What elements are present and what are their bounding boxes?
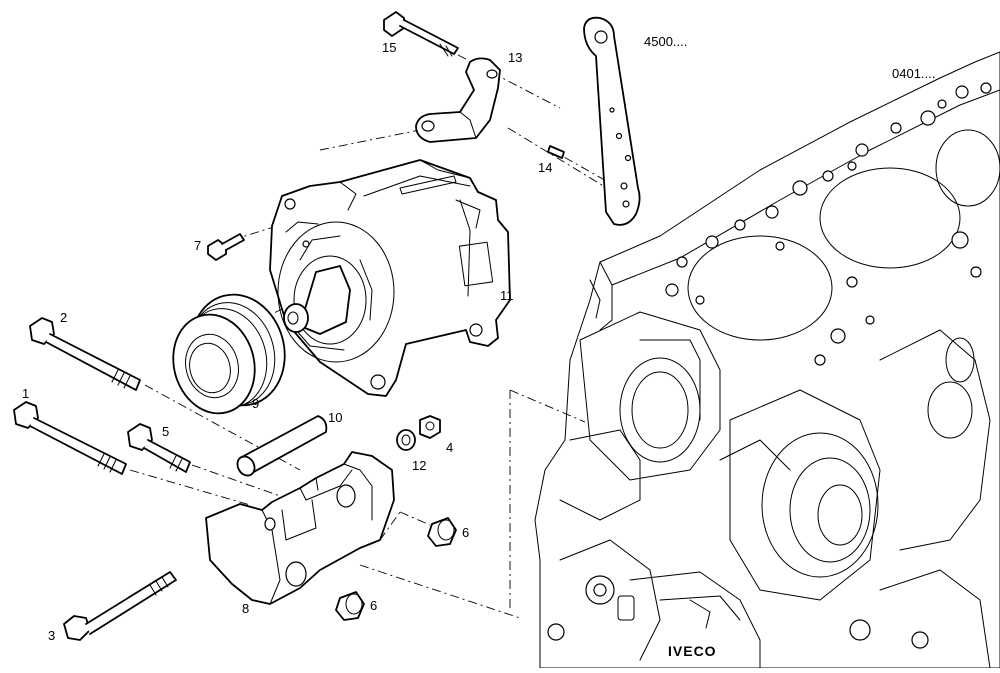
callout-6-upper: 6: [462, 525, 469, 540]
callout-6-lower: 6: [370, 598, 377, 613]
iveco-logo: IVECO: [668, 643, 717, 659]
bushing-6-upper: [427, 517, 457, 547]
callout-12: 12: [412, 458, 426, 473]
pulley-9: [172, 293, 286, 415]
bolt-3: [63, 571, 177, 641]
assembly-lines: [129, 54, 641, 619]
callout-labels: 1 2 3 4 5 6 6 7 8 9 10 11 12 13 14 15 45…: [22, 34, 935, 643]
callout-10: 10: [328, 410, 342, 425]
sleeve-10: [236, 415, 328, 477]
bolt-1: [13, 401, 127, 475]
callout-11: 11: [500, 288, 514, 303]
lifting-bracket: [583, 16, 641, 226]
reference-0401: 0401....: [892, 66, 935, 81]
bolt-15: [383, 11, 459, 57]
callout-13: 13: [508, 50, 522, 65]
bolt-5: [127, 423, 191, 473]
callout-9: 9: [252, 396, 259, 411]
pin-14: [547, 145, 565, 159]
reference-4500: 4500....: [644, 34, 687, 49]
alternator-11: [269, 159, 511, 397]
callout-14: 14: [538, 160, 552, 175]
callout-8: 8: [242, 601, 249, 616]
washer-12: [396, 429, 416, 451]
nut-4: [419, 415, 441, 439]
callout-15: 15: [382, 40, 396, 55]
bracket-13: [415, 57, 501, 143]
callout-4: 4: [446, 440, 453, 455]
callout-5: 5: [162, 424, 169, 439]
callout-2: 2: [60, 310, 67, 325]
bushing-6-lower: [335, 591, 365, 621]
callout-3: 3: [48, 628, 55, 643]
bolt-2: [29, 317, 141, 391]
bolt-7: [207, 233, 245, 261]
engine-block: IVECO: [534, 51, 1000, 669]
callout-7: 7: [194, 238, 201, 253]
bracket-8: [205, 451, 395, 605]
callout-1: 1: [22, 386, 29, 401]
